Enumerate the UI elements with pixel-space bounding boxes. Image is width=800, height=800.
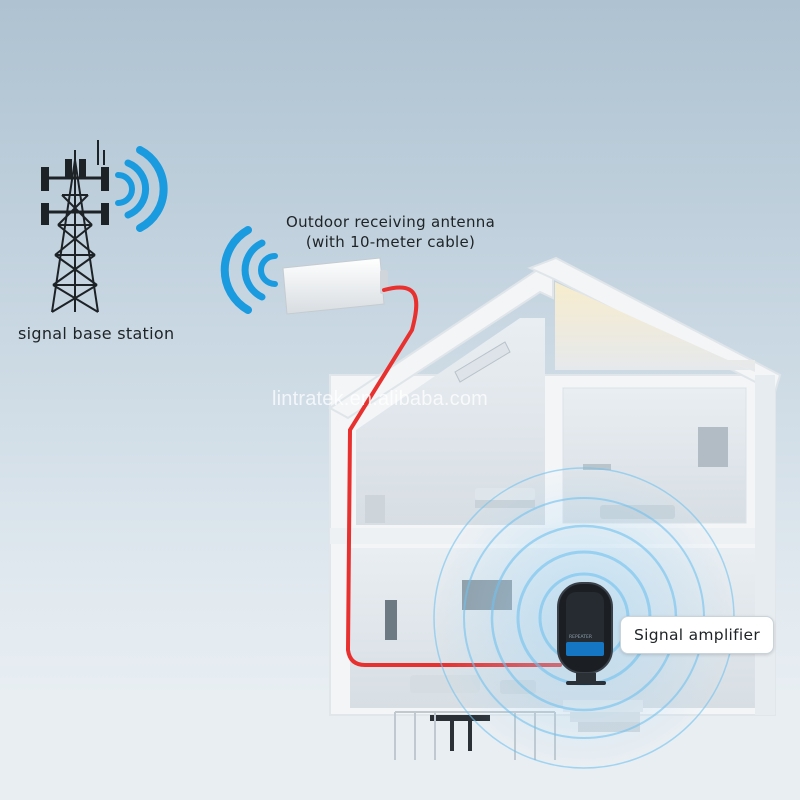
signal-tower-icon <box>41 140 109 313</box>
amplifier-label: Signal amplifier <box>633 626 761 644</box>
antenna-label-line1: Outdoor receiving antenna <box>286 213 496 231</box>
tower-signal-waves-icon <box>115 146 168 232</box>
antenna-label-line2: (with 10-meter cable) <box>305 233 476 251</box>
device-brand-text: REPEATER <box>569 634 592 640</box>
watermark: lintratek.en.alibaba.com <box>272 388 489 410</box>
antenna-cable <box>345 285 562 667</box>
outdoor-antenna-icon <box>282 257 388 315</box>
signal-amplifier-device-icon: REPEATER <box>557 582 613 685</box>
antenna-label: Outdoor receiving antenna (with 10-meter… <box>286 212 495 252</box>
antenna-signal-waves-icon <box>220 226 278 314</box>
tower-label: signal base station <box>18 324 175 343</box>
amplifier-callout: Signal amplifier <box>620 616 774 654</box>
